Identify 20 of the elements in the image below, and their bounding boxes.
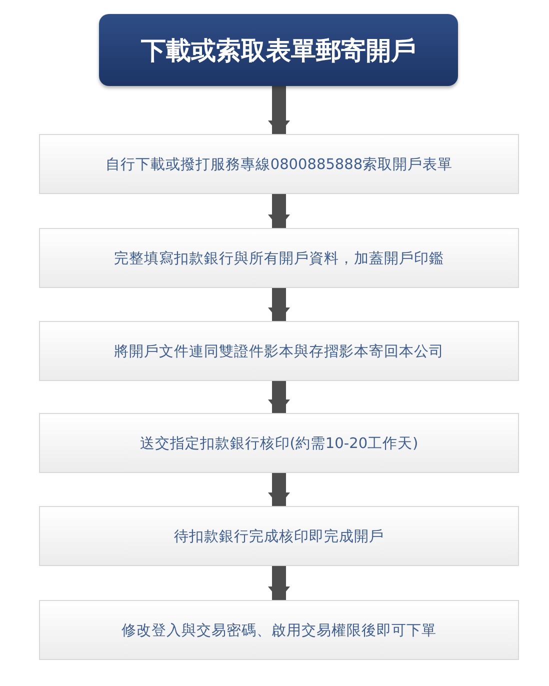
title-text: 下載或索取表單郵寄開戶 [141,34,416,66]
step-box [39,134,519,194]
down-arrow [268,381,290,413]
step-box [39,228,519,288]
step-text: 自行下載或撥打服務專線0800885888索取開戶表單 [105,156,453,174]
step-box [39,600,519,660]
down-arrow [268,473,290,506]
down-arrow [268,194,290,228]
step-box [39,413,519,473]
step-text: 修改登入與交易密碼、啟用交易權限後即可下單 [122,622,436,640]
down-arrow [268,288,290,321]
step-text: 待扣款銀行完成核印即完成開戶 [174,528,384,546]
step-text: 將開戶文件連同雙證件影本與存摺影本寄回本公司 [114,342,444,360]
step-text: 送交指定扣款銀行核印(約需10-20工作天) [140,434,418,452]
down-arrow [268,86,290,134]
step-text: 完整填寫扣款銀行與所有開戶資料，加蓋開戶印鑑 [114,250,444,268]
down-arrow [268,566,290,600]
title-box [99,14,458,86]
step-box [39,506,519,566]
step-box [39,321,519,381]
